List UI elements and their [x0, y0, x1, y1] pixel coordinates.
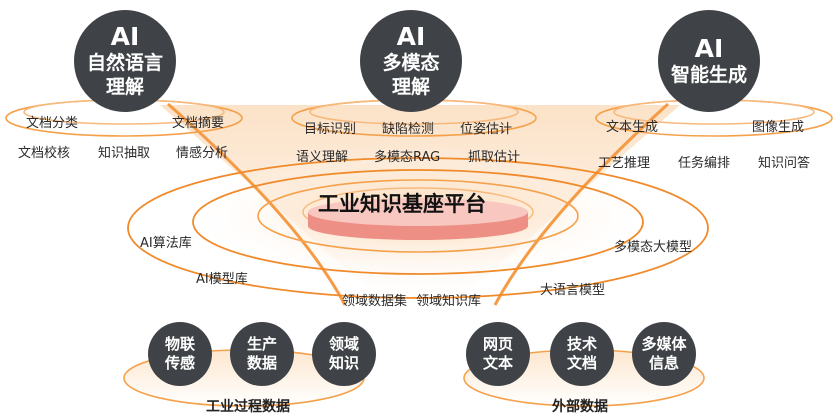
- source-tech-docs: 技术 文档: [550, 322, 614, 386]
- ring-label-domain-dataset: 领域数据集: [342, 294, 408, 309]
- item-knowledge-extract: 知识抽取: [98, 146, 151, 161]
- ring-label-multimodal-llm: 多模态大模型: [614, 240, 693, 255]
- capability-subtitle: 智能生成: [670, 64, 747, 86]
- node-line: 知识: [328, 354, 359, 372]
- funnel-edge-left: [167, 102, 347, 306]
- item-process-reasoning: 工艺推理: [598, 156, 651, 171]
- capability-title: AI: [694, 34, 724, 63]
- base-label-external: 外部数据: [552, 399, 608, 415]
- item-image-gen: 图像生成: [752, 120, 805, 135]
- item-doc-classify: 文档分类: [26, 116, 79, 131]
- item-grasp-estimate: 抓取估计: [468, 150, 521, 165]
- capability-circle-nlp: AI 自然语言 理解: [74, 10, 176, 112]
- capability-circle-multimodal: AI 多模态 理解: [360, 10, 462, 112]
- item-sentiment: 情感分析: [176, 146, 229, 161]
- node-line: 网页: [482, 335, 513, 353]
- capability-circle-generation: AI 智能生成: [658, 10, 760, 112]
- funnel-edge-right: [493, 102, 670, 306]
- item-semantic: 语义理解: [296, 150, 349, 165]
- item-text-gen: 文本生成: [606, 120, 659, 135]
- ring-label-domain-kb: 领域知识库: [416, 294, 482, 309]
- ring-label-llm: 大语言模型: [540, 283, 606, 298]
- base-label-industrial: 工业过程数据: [206, 399, 290, 415]
- node-line: 技术: [566, 335, 597, 353]
- item-object-detect: 目标识别: [304, 122, 357, 137]
- node-line: 文档: [566, 354, 597, 372]
- source-production-data: 生产 数据: [230, 322, 294, 386]
- source-iot-sensing: 物联 传感: [148, 322, 212, 386]
- node-line: 多媒体: [641, 335, 687, 353]
- capability-title: AI: [396, 22, 426, 51]
- source-domain-knowledge: 领域 知识: [312, 322, 376, 386]
- item-task-orchestration: 任务编排: [678, 156, 731, 171]
- ring-label-ai-algorithms: AI算法库: [140, 236, 192, 251]
- node-line: 传感: [164, 354, 195, 372]
- node-line: 领域: [328, 335, 359, 353]
- item-doc-check: 文档校核: [18, 146, 71, 161]
- source-multimedia: 多媒体 信息: [632, 322, 696, 386]
- item-pose-estimate: 位姿估计: [460, 122, 513, 137]
- node-line: 生产: [246, 335, 277, 353]
- capability-subtitle: 多模态: [382, 52, 440, 74]
- capability-subtitle: 自然语言: [86, 52, 163, 74]
- capability-subtitle-2: 理解: [391, 76, 430, 98]
- node-line: 数据: [246, 354, 277, 372]
- source-web-text: 网页 文本: [466, 322, 530, 386]
- node-line: 文本: [482, 354, 513, 372]
- platform-title: 工业知识基座平台: [318, 192, 486, 216]
- platform-disc: [308, 198, 528, 240]
- item-knowledge-qa: 知识问答: [758, 156, 811, 171]
- platform-rings: [127, 157, 709, 299]
- item-multimodal-rag: 多模态RAG: [374, 150, 441, 165]
- item-doc-summary: 文档摘要: [172, 116, 225, 131]
- capability-title: AI: [110, 22, 140, 51]
- item-defect-detect: 缺陷检测: [382, 122, 435, 137]
- node-line: 信息: [648, 354, 679, 372]
- node-line: 物联: [164, 335, 195, 353]
- capability-subtitle-2: 理解: [105, 76, 144, 98]
- ring-label-ai-models: AI模型库: [196, 272, 248, 287]
